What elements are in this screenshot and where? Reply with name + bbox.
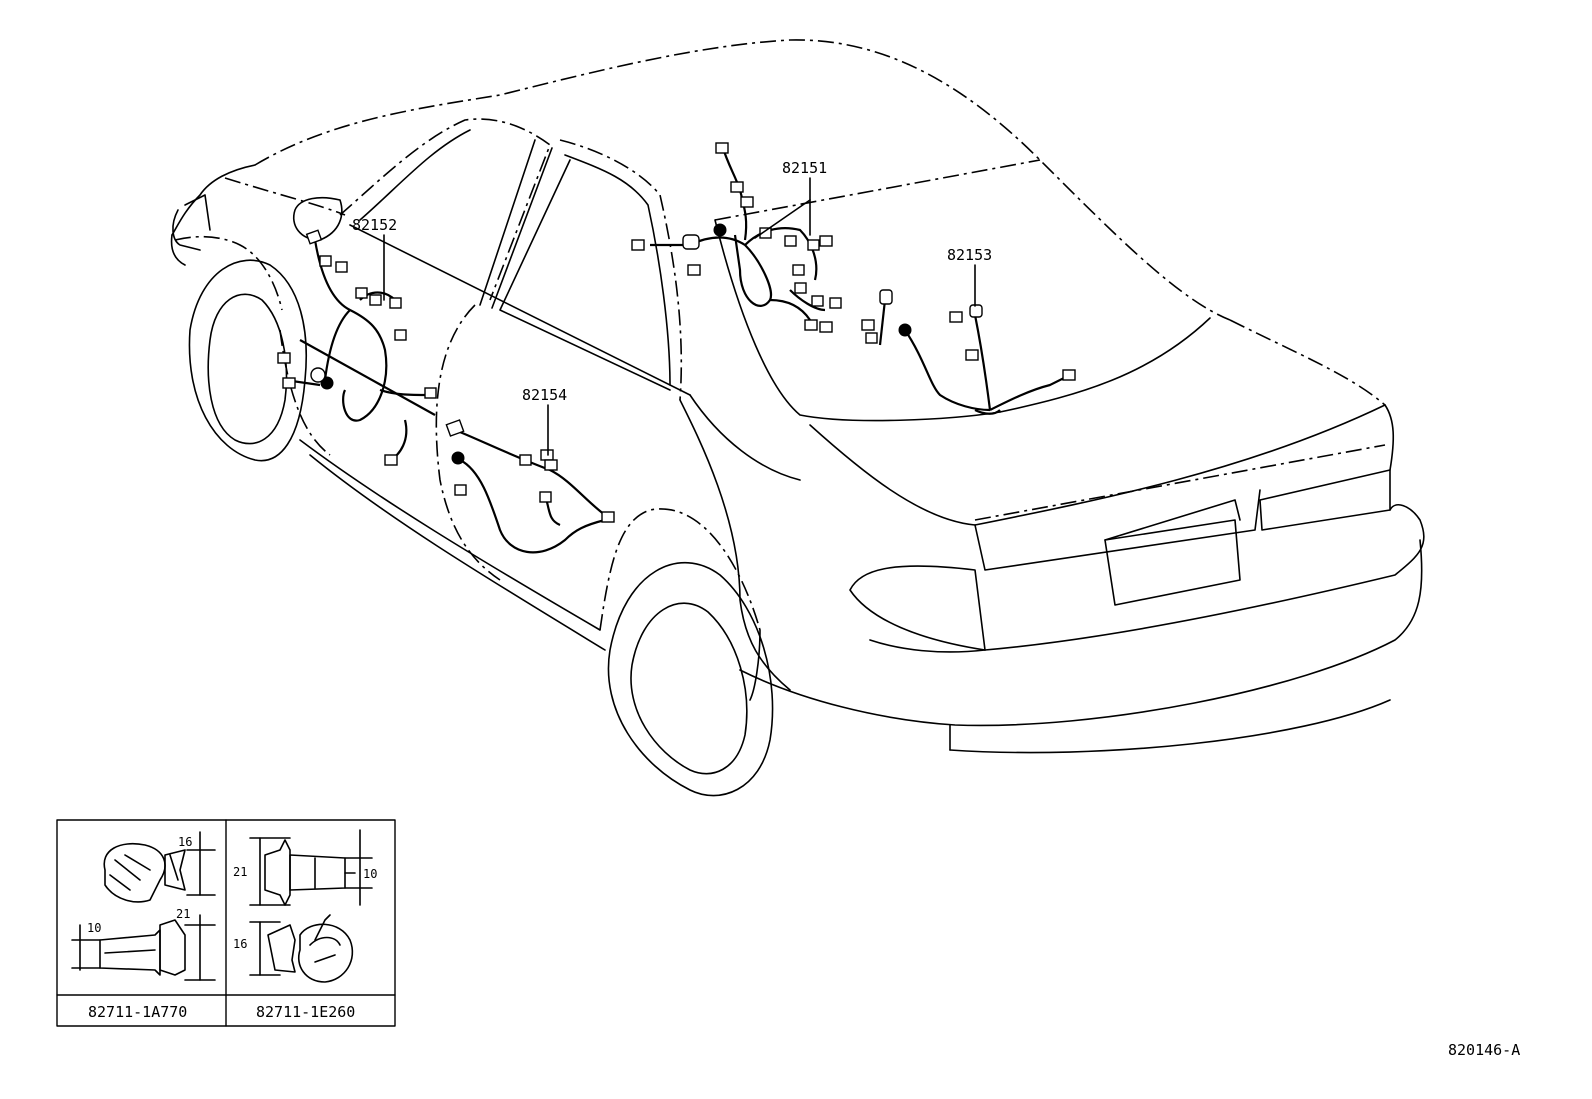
- clip-82711-1A770-drawing: [71, 831, 216, 981]
- clip-left-part-number: 82711-1A770: [88, 1003, 187, 1021]
- clip-82711-1E260-drawing: [249, 829, 373, 983]
- dim-left-top: 16: [178, 835, 192, 849]
- part-label-82151: 82151: [782, 159, 827, 177]
- dim-left-bottom: 21: [176, 907, 190, 921]
- dim-right-left-top: 21: [233, 865, 247, 879]
- dim-right-left-bottom: 16: [233, 937, 247, 951]
- clip-right-part-number: 82711-1E260: [256, 1003, 355, 1021]
- clip-inset-table: 16 10 21 82711-1A770 21 10 16 82711-1: [56, 819, 396, 1027]
- figure-code: 820146-A: [1448, 1041, 1520, 1059]
- harness-82153: [861, 289, 1076, 415]
- dim-left-side: 10: [87, 921, 101, 935]
- harness-82154: [445, 419, 615, 554]
- car-body: [170, 39, 1425, 797]
- part-label-82154: 82154: [522, 386, 567, 404]
- part-label-82153: 82153: [947, 246, 992, 264]
- part-label-82152: 82152: [352, 216, 397, 234]
- leader-lines: [383, 177, 976, 456]
- harness-82151: [631, 142, 842, 333]
- harness-82152: [277, 229, 437, 466]
- dim-right-right: 10: [363, 867, 377, 881]
